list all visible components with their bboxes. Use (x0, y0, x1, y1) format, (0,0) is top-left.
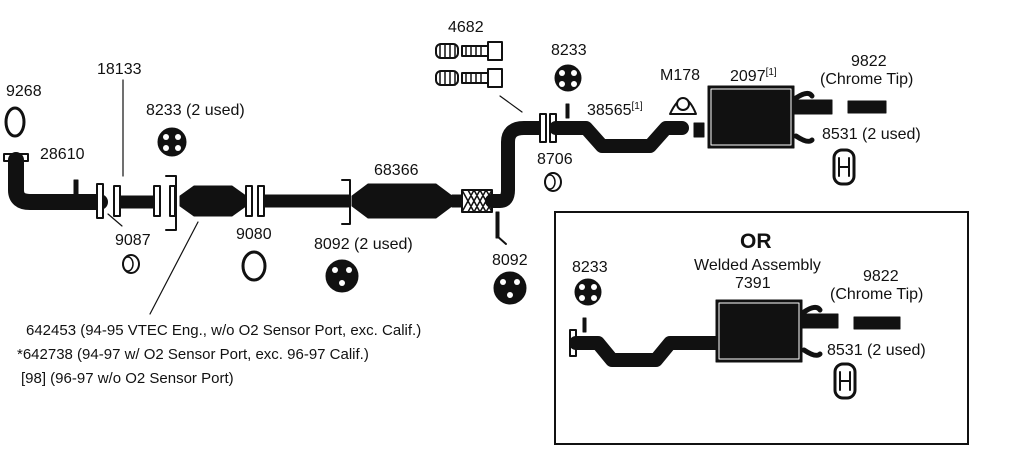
hanger-8233-left (157, 127, 187, 157)
label-8531-alt: 8531 (2 used) (827, 342, 926, 359)
bolt-set-4682 (435, 41, 503, 88)
label-9080: 9080 (236, 226, 272, 243)
alternative-assembly-box (554, 211, 969, 445)
hanger-8092-left (325, 259, 359, 293)
label-18133: 18133 (97, 61, 142, 78)
converter-note-3: [98] (96-97 w/o O2 Sensor Port) (21, 370, 234, 387)
intermediate-pipe (263, 194, 351, 208)
label-68366: 68366 (374, 162, 419, 179)
welded-assembly-7391 (569, 299, 901, 367)
label-8531-2used: 8531 (2 used) (822, 126, 921, 143)
resonator-68366 (341, 179, 463, 225)
label-8233-alt: 8233 (572, 259, 608, 276)
flange-ring (169, 185, 176, 217)
label-9822-alt: 9822 (863, 268, 899, 285)
converter-note-1: 642453 (94-95 VTEC Eng., w/o O2 Sensor P… (26, 322, 422, 339)
hanger-8531-alt (833, 362, 857, 400)
muffler-2097 (707, 85, 887, 149)
label-chrome-tip-alt: (Chrome Tip) (830, 286, 924, 303)
footnote-38565: [1] (631, 101, 643, 112)
front-pipe-28610 (3, 152, 108, 219)
hanger-8233-alt (574, 278, 602, 306)
label-8092-2used: 8092 (2 used) (314, 236, 413, 253)
footnote-2097: [1] (765, 67, 777, 78)
gasket-9268 (4, 106, 26, 138)
rising-pipe (485, 121, 547, 208)
label-9087: 9087 (115, 232, 151, 249)
label-8233-top: 8233 (551, 42, 587, 59)
label-7391: 7391 (735, 275, 771, 292)
label-chrome-tip: (Chrome Tip) (820, 71, 914, 88)
hanger-8233-top (554, 64, 582, 92)
gasket-9087 (122, 254, 140, 274)
label-M178: M178 (660, 67, 701, 84)
label-4682: 4682 (448, 19, 484, 36)
label-8233-2used: 8233 (2 used) (146, 102, 245, 119)
label-8706: 8706 (537, 151, 573, 168)
catalytic-converter (179, 185, 253, 217)
label-38565: 38565[1] (587, 101, 643, 119)
label-9268: 9268 (6, 83, 42, 100)
label-28610: 28610 (40, 146, 85, 163)
clamp-M178 (669, 97, 697, 115)
flange-9080 (257, 185, 265, 217)
resonator-pipe-18133 (113, 185, 161, 217)
label-9822: 9822 (851, 53, 887, 70)
or-label: OR (740, 230, 772, 253)
hanger-8531 (832, 148, 856, 186)
label-2097: 2097[1] (730, 67, 777, 85)
label-welded-assembly: Welded Assembly (694, 257, 821, 274)
hanger-8092-right (493, 271, 527, 305)
pipe-38565 (549, 103, 705, 153)
hanger-bracket (495, 211, 500, 239)
gasket-9080 (241, 250, 267, 282)
flange-8706 (539, 113, 547, 143)
gasket-8706 (544, 172, 562, 192)
converter-note-2: *642738 (94-97 w/ O2 Sensor Port, exc. 9… (17, 346, 369, 363)
label-8092: 8092 (492, 252, 528, 269)
